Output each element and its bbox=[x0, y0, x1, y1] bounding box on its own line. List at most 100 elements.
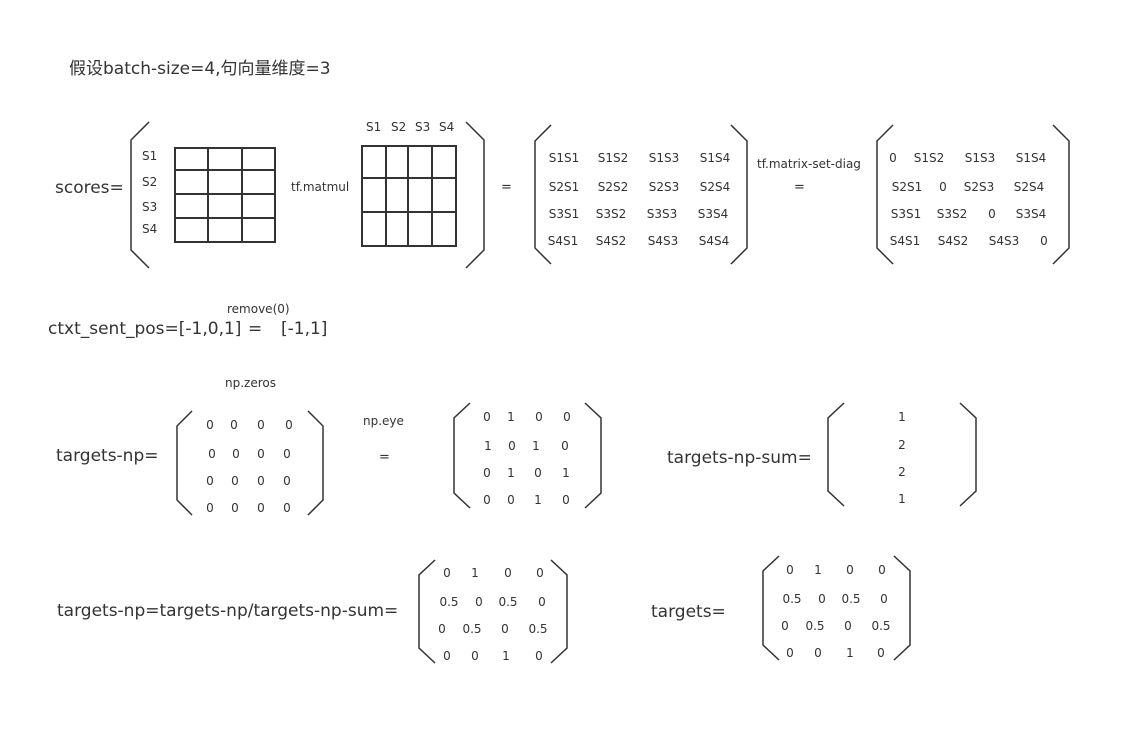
equals-sign: = bbox=[248, 319, 263, 339]
matrix-cell: 0 bbox=[988, 207, 996, 221]
matrix-cell: S1S3 bbox=[648, 151, 680, 165]
matrix-cell: S1S3 bbox=[964, 151, 996, 165]
targets-label: targets= bbox=[651, 602, 726, 622]
matrix-cell: S4S1 bbox=[889, 234, 921, 248]
matrix-cell: 0.5 bbox=[841, 592, 861, 606]
col-label: S3 bbox=[415, 120, 431, 134]
matrix-cell: 0 bbox=[844, 619, 852, 633]
matrix-cell: 0 bbox=[443, 566, 451, 580]
matrix-cell: 0.5 bbox=[462, 622, 482, 636]
matrix-cell: 0 bbox=[283, 474, 291, 488]
matrix-cell: 0 bbox=[878, 563, 886, 577]
matrix-cell: 0 bbox=[283, 501, 291, 515]
matrix-cell: 1 bbox=[507, 466, 515, 480]
div-right-bracket bbox=[550, 559, 568, 664]
matrix-cell: 0 bbox=[1040, 234, 1048, 248]
col-label: S2 bbox=[391, 120, 407, 134]
matrix-cell: 0 bbox=[846, 563, 854, 577]
targets-np-sum-label: targets-np-sum= bbox=[667, 448, 812, 468]
matrix-cell: 0 bbox=[443, 649, 451, 663]
matrix-cell: 1 bbox=[532, 439, 540, 453]
matrix-cell: 0 bbox=[538, 595, 546, 609]
matrix-cell: 0 bbox=[438, 622, 446, 636]
matrix-cell: 1 bbox=[562, 466, 570, 480]
equals-sign: = bbox=[501, 180, 512, 195]
targets-right-bracket bbox=[893, 555, 911, 661]
vector-cell: 1 bbox=[898, 492, 906, 506]
matrix-cell: S1S2 bbox=[597, 151, 629, 165]
matrix-cell: 0 bbox=[483, 493, 491, 507]
scores-left-bracket bbox=[130, 121, 150, 269]
ctxt-result: [-1,1] bbox=[281, 319, 328, 339]
zeros-op: np.zeros bbox=[225, 376, 276, 390]
matrix-cell: S4S3 bbox=[647, 234, 679, 248]
matrix-cell: S2S3 bbox=[648, 180, 680, 194]
matrix-cell: 0 bbox=[483, 410, 491, 424]
matrix-cell: 1 bbox=[814, 563, 822, 577]
matrix-cell: 0.5 bbox=[439, 595, 459, 609]
matrix-cell: 0 bbox=[508, 439, 516, 453]
matrix-cell: 0 bbox=[232, 447, 240, 461]
matrix-cell: S2S2 bbox=[597, 180, 629, 194]
matrix-cell: 0 bbox=[562, 493, 570, 507]
matrix-cell: S2S1 bbox=[548, 180, 580, 194]
matrix-cell: 0 bbox=[814, 646, 822, 660]
targets-div-label: targets-np=targets-np/targets-np-sum= bbox=[57, 601, 399, 621]
matrix-cell: S3S4 bbox=[1015, 207, 1047, 221]
matrix-cell: 0 bbox=[889, 151, 897, 165]
vector-cell: 2 bbox=[898, 438, 906, 452]
matrix-cell: 0 bbox=[257, 418, 265, 432]
diag-right-bracket bbox=[1052, 124, 1070, 265]
matrix-cell: 1 bbox=[507, 410, 515, 424]
matrix-cell: 0 bbox=[561, 439, 569, 453]
matrix-cell: 1 bbox=[534, 493, 542, 507]
matrix-cell: S1S1 bbox=[548, 151, 580, 165]
matrix-cell: 0 bbox=[257, 501, 265, 515]
matrix-cell: 0 bbox=[208, 447, 216, 461]
matrix-cell: 0 bbox=[535, 649, 543, 663]
matrix-cell: 0.5 bbox=[782, 592, 802, 606]
scores-right-grid bbox=[361, 145, 457, 247]
col-label: S4 bbox=[439, 120, 455, 134]
setdiag-op: tf.matrix-set-diag bbox=[757, 157, 861, 171]
product-left-bracket bbox=[534, 124, 552, 265]
sum-left-bracket bbox=[827, 402, 845, 507]
equals-sign: = bbox=[794, 180, 805, 195]
matrix-cell: S2S3 bbox=[963, 180, 995, 194]
matrix-cell: 0 bbox=[877, 646, 885, 660]
targets-left-bracket bbox=[762, 555, 780, 661]
remove-op: remove(0) bbox=[227, 302, 290, 316]
row-label: S1 bbox=[142, 149, 158, 163]
row-label: S4 bbox=[142, 222, 158, 236]
eye-op: np.eye bbox=[363, 414, 404, 428]
zeros-left-bracket bbox=[176, 410, 193, 516]
matrix-cell: 0.5 bbox=[528, 622, 548, 636]
matrix-cell: S3S4 bbox=[697, 207, 729, 221]
matrix-cell: 0 bbox=[231, 501, 239, 515]
matrix-cell: S2S1 bbox=[891, 180, 923, 194]
matrix-cell: 0 bbox=[504, 566, 512, 580]
matrix-cell: S3S2 bbox=[595, 207, 627, 221]
matrix-cell: 0 bbox=[818, 592, 826, 606]
matrix-cell: S1S4 bbox=[699, 151, 731, 165]
matrix-cell: S4S3 bbox=[988, 234, 1020, 248]
matrix-cell: 0 bbox=[475, 595, 483, 609]
equals-sign: = bbox=[379, 450, 390, 465]
matrix-cell: 0 bbox=[534, 466, 542, 480]
diag-left-bracket bbox=[876, 124, 894, 265]
ctxt-label: ctxt_sent_pos=[-1,0,1] bbox=[48, 319, 242, 339]
matrix-cell: S4S4 bbox=[698, 234, 730, 248]
matrix-cell: 0 bbox=[786, 646, 794, 660]
matrix-cell: 1 bbox=[846, 646, 854, 660]
matrix-cell: 0 bbox=[563, 410, 571, 424]
eye-right-bracket bbox=[584, 402, 602, 509]
matrix-cell: 0.5 bbox=[498, 595, 518, 609]
matrix-cell: S3S1 bbox=[890, 207, 922, 221]
matrix-cell: 0 bbox=[501, 622, 509, 636]
matrix-cell: 0 bbox=[536, 566, 544, 580]
matrix-cell: 0 bbox=[939, 180, 947, 194]
matrix-cell: 0 bbox=[257, 447, 265, 461]
matrix-cell: 0 bbox=[781, 619, 789, 633]
matrix-cell: S3S2 bbox=[936, 207, 968, 221]
